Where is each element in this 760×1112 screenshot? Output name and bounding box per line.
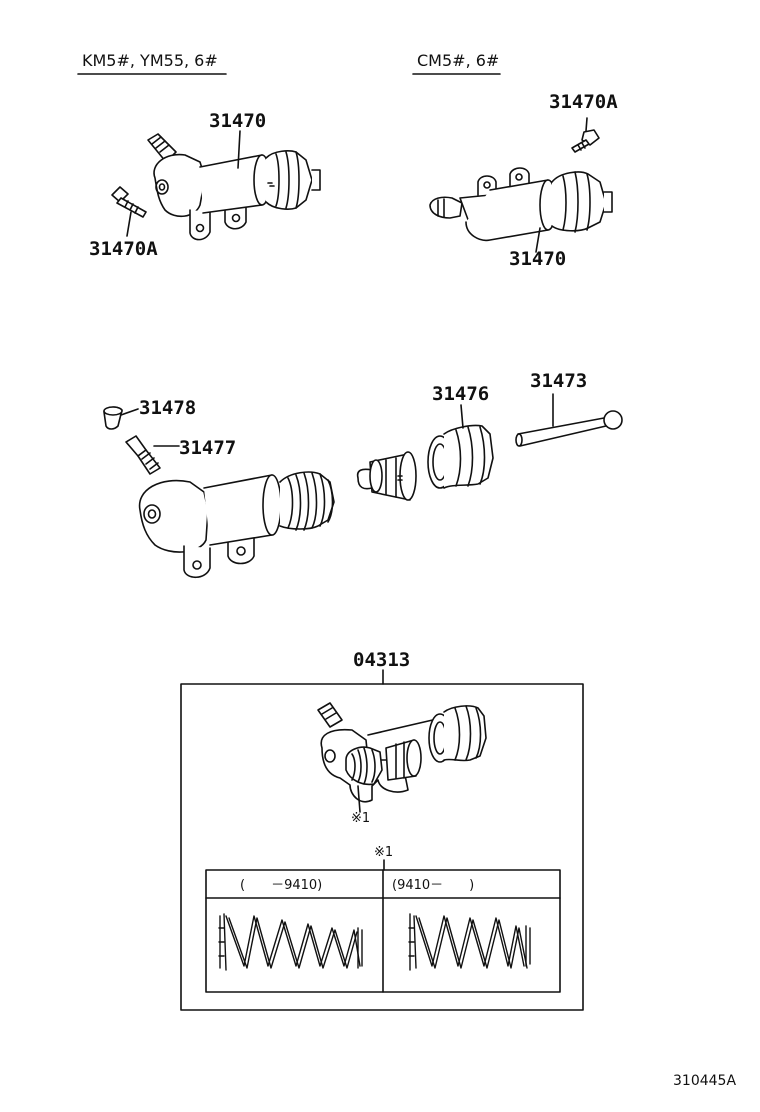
group-title-right: CM5#, 6#: [417, 51, 500, 70]
note-table: [205, 859, 561, 993]
kit-box: [180, 683, 584, 1011]
table-col-right-header: (9410－ ): [392, 878, 475, 893]
part-label-31473[interactable]: 31473: [530, 370, 588, 392]
cylinder-right-illustration: [429, 167, 613, 253]
part-label-31478[interactable]: 31478: [139, 397, 197, 419]
note-marker: ※1: [351, 811, 371, 826]
note-marker-top: ※1: [374, 845, 394, 860]
part-label-31477[interactable]: 31477: [179, 437, 237, 459]
part-label-31470a-right[interactable]: 31470A: [549, 91, 618, 113]
kit-parts-illustration: [317, 702, 487, 813]
diagram-id: 310445A: [673, 1073, 737, 1089]
spring-left-illustration: [218, 913, 363, 971]
part-label-31476[interactable]: 31476: [432, 383, 490, 405]
bolt-left-illustration: [111, 186, 147, 237]
table-col-left-header: ( －9410): [240, 878, 323, 893]
bolt-right-illustration: [571, 117, 600, 153]
cylinder-left-illustration: [147, 130, 321, 241]
bleeder-31477-illustration: [125, 435, 180, 475]
part-label-04313[interactable]: 04313: [353, 649, 411, 671]
piston-31476-illustration: [356, 404, 494, 501]
rod-31473-illustration: [515, 393, 623, 447]
group-title-left: KM5#, YM55, 6#: [82, 51, 218, 70]
part-label-31470a-left[interactable]: 31470A: [89, 238, 158, 260]
part-label-31470-left[interactable]: 31470: [209, 110, 267, 132]
housing-31470-illustration: [138, 471, 335, 579]
part-label-31470-right[interactable]: 31470: [509, 248, 567, 270]
spring-right-illustration: [408, 913, 531, 971]
cap-31478-illustration: [103, 406, 139, 430]
